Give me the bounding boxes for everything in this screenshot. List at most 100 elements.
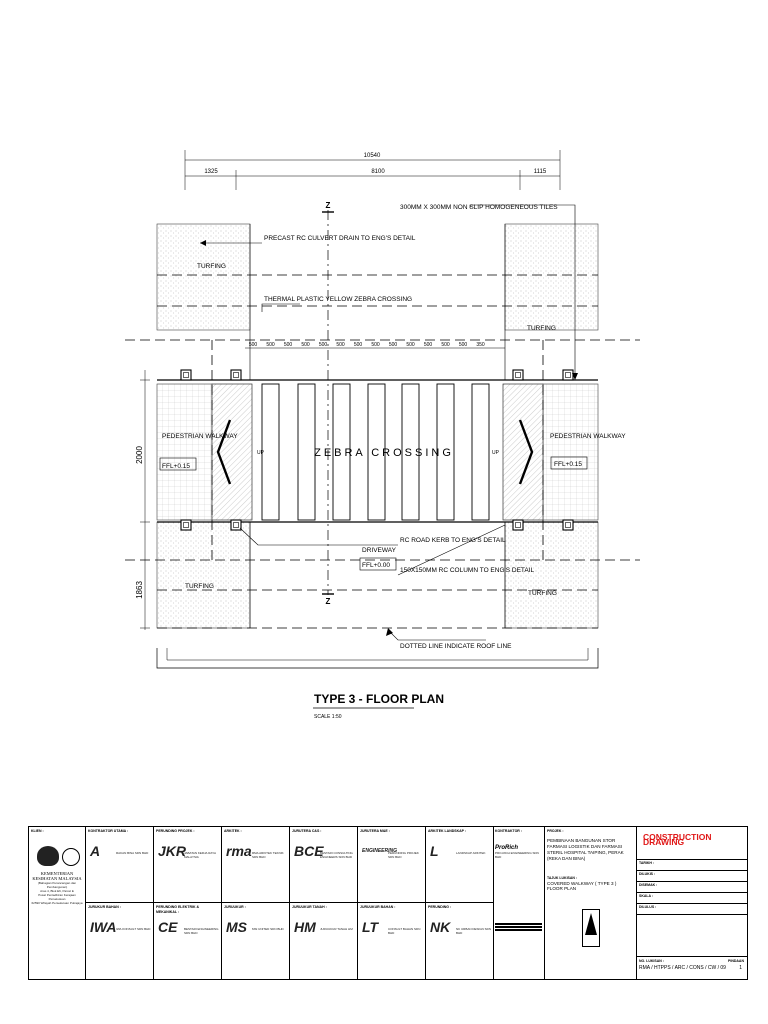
- zebra-stripe: [332, 383, 351, 521]
- drawing-title: TYPE 3 - FLOOR PLAN: [314, 692, 444, 706]
- triangle-icon: [584, 913, 597, 935]
- consultant-logo: A: [90, 843, 101, 859]
- ministry-seal-icon: [62, 848, 81, 866]
- walkway-arrow-left: [216, 419, 232, 485]
- consultant-panel: ARKITEK : rma RMA ARKITEK TEKNIK SDN BHD: [222, 827, 290, 903]
- consultant-logo: ENGINEERING: [362, 848, 398, 854]
- title-block-field: TARIKH :: [637, 860, 748, 871]
- label-tiles: 300MM X 300MM NON SLIP HOMOGENEOUS TILES: [400, 204, 558, 211]
- label-walkway-left: PEDESTRIAN WALKWAY: [162, 433, 238, 440]
- label-column: 150X150MM RC COLUMN TO ENG'S DETAIL: [400, 567, 535, 574]
- rc-column: [180, 369, 192, 381]
- stripe-dimension: 500: [441, 342, 450, 348]
- label-driveway: DRIVEWAY: [362, 547, 397, 554]
- rc-column-core: [183, 372, 189, 378]
- label-turfing-tr: TURFING: [527, 325, 556, 332]
- dimension-overall: 10540: [364, 153, 381, 159]
- zebra-stripe: [261, 383, 280, 521]
- turfing-area: [504, 521, 599, 629]
- stripe-dimension: 500: [354, 342, 363, 348]
- rc-column: [562, 369, 574, 381]
- consultant-logo: rma: [226, 843, 252, 859]
- label-up-left: UP: [257, 450, 265, 456]
- consultant-panel: JURUUKUR BAHAN : LT CONSULT BAHAN SDN BH…: [358, 903, 426, 979]
- label-walkway-ffl-right: FFL+0.15: [554, 461, 582, 468]
- rc-column-core: [233, 522, 239, 528]
- malaysia-crest-icon: [37, 846, 59, 866]
- consultant-logo: JKR: [158, 843, 187, 859]
- walkway-tiles: [542, 383, 599, 521]
- roof-line: [157, 648, 597, 668]
- consultant-panel: ARKITEK LANDSKAP : L LANDSKAP ARKITEK: [426, 827, 494, 903]
- drawing-number: RMA / HTPPS / ARC / CONS / CW / 09: [639, 965, 726, 971]
- ramp-hatch: [502, 383, 544, 521]
- turfing-area: [156, 223, 251, 331]
- stripe-dimension: 500: [406, 342, 415, 348]
- consultant-role: JURUKUR BAHAN :: [88, 905, 121, 909]
- consultant-role: PERUNDING PROJEK :: [156, 829, 195, 833]
- label-up-right: UP: [492, 450, 500, 456]
- consultant-logo: CE: [158, 919, 178, 935]
- consultant-role: JURUTERA M&E :: [360, 829, 390, 833]
- turfing-area: [156, 521, 251, 629]
- rc-column-core: [565, 372, 571, 378]
- label-thermoplastic: THERMAL PLASTIC YELLOW ZEBRA CROSSING: [264, 296, 412, 303]
- construction-drawing-status: CONSTRUCTION DRAWING: [637, 827, 748, 860]
- consultant-role: PERUNDING :: [428, 905, 452, 909]
- stripe-dimension: 500: [371, 342, 380, 348]
- title-block-field: SKALA :: [637, 893, 748, 904]
- consultant-panel: JURUUKUR TANAH : HM JURUUKUR TANAH HM: [290, 903, 358, 979]
- label-turfing-br: TURFING: [528, 590, 557, 597]
- dimension-right: 1115: [534, 169, 547, 175]
- consultant-logo: NK: [430, 919, 451, 935]
- section-marker-bottom: Z: [326, 597, 331, 606]
- drawing-scale: SCALE 1:50: [314, 714, 342, 720]
- label-zebra-crossing: ZEBRA CROSSING: [314, 447, 454, 459]
- title-block-field: DILUKIS :: [637, 871, 748, 882]
- architect-stamp: [581, 909, 600, 947]
- consultant-panel: KONTRAKTOR UTAMA : A RAKAN BINA SDN BHD: [86, 827, 154, 903]
- rc-column: [230, 519, 242, 531]
- consultant-panel: PERUNDING ELEKTRIK & MEKANIKAL : CE BEST…: [154, 903, 222, 979]
- dimension-center: 8100: [371, 169, 385, 175]
- consultant-role: JURUTERA C&S :: [292, 829, 322, 833]
- label-driveway-ffl: FFL+0.00: [362, 562, 390, 569]
- consultant-logo: L: [430, 843, 439, 859]
- contractor-logo: ProRich: [495, 845, 519, 851]
- rc-column: [512, 369, 524, 381]
- stripe-dimension: 500: [266, 342, 275, 348]
- rc-column-core: [565, 522, 571, 528]
- consultant-company: PERUNDING PROJEK SDN BHD: [388, 851, 419, 859]
- stamp-block: [495, 923, 542, 931]
- stripe-dimension: 500: [301, 342, 310, 348]
- consultant-company: MSI UNITED SDN BHD: [252, 927, 284, 931]
- label-turfing-bl: TURFING: [185, 583, 214, 590]
- label-walkway-right: PEDESTRIAN WALKWAY: [550, 433, 626, 440]
- consultant-company: JABATAN KERJA RAYA MALAYSIA: [184, 851, 216, 859]
- consultant-panel: JURUTERA M&E : ENGINEERING PERUNDING PRO…: [358, 827, 426, 903]
- roof-line: [156, 648, 599, 669]
- zebra-stripe: [471, 383, 490, 521]
- consultant-company: RMA ARKITEK TEKNIK SDN BHD: [252, 851, 284, 859]
- consultant-role: JURUUKUR TANAH :: [292, 905, 327, 909]
- zebra-stripe: [367, 383, 386, 521]
- consultant-role: KONTRAKTOR UTAMA :: [88, 829, 129, 833]
- consultant-role: JURUUKUR BAHAN :: [360, 905, 396, 909]
- stripe-dimension: 500: [389, 342, 398, 348]
- consultant-company: LANDSKAP ARKITEK: [456, 851, 486, 855]
- zebra-stripe: [401, 383, 420, 521]
- walkway-tiles: [156, 383, 213, 521]
- rc-column-core: [515, 522, 521, 528]
- label-roofline: DOTTED LINE INDICATE ROOF LINE: [400, 643, 512, 650]
- project-panel: PROJEK : PEMBINAAN BANGUNAN STOR FARMASI…: [545, 827, 637, 979]
- consultant-company: NK URBAN DESIGN SDN BHD: [456, 927, 492, 935]
- stripe-dimension: 500: [424, 342, 433, 348]
- walkway-arrow-right: [518, 419, 534, 485]
- dimension-left: 1325: [204, 169, 218, 175]
- rc-column: [230, 369, 242, 381]
- turfing-area: [504, 223, 599, 331]
- consultant-logo: IWA: [90, 919, 117, 935]
- stripe-dimension: 500: [284, 342, 293, 348]
- rc-column: [562, 519, 574, 531]
